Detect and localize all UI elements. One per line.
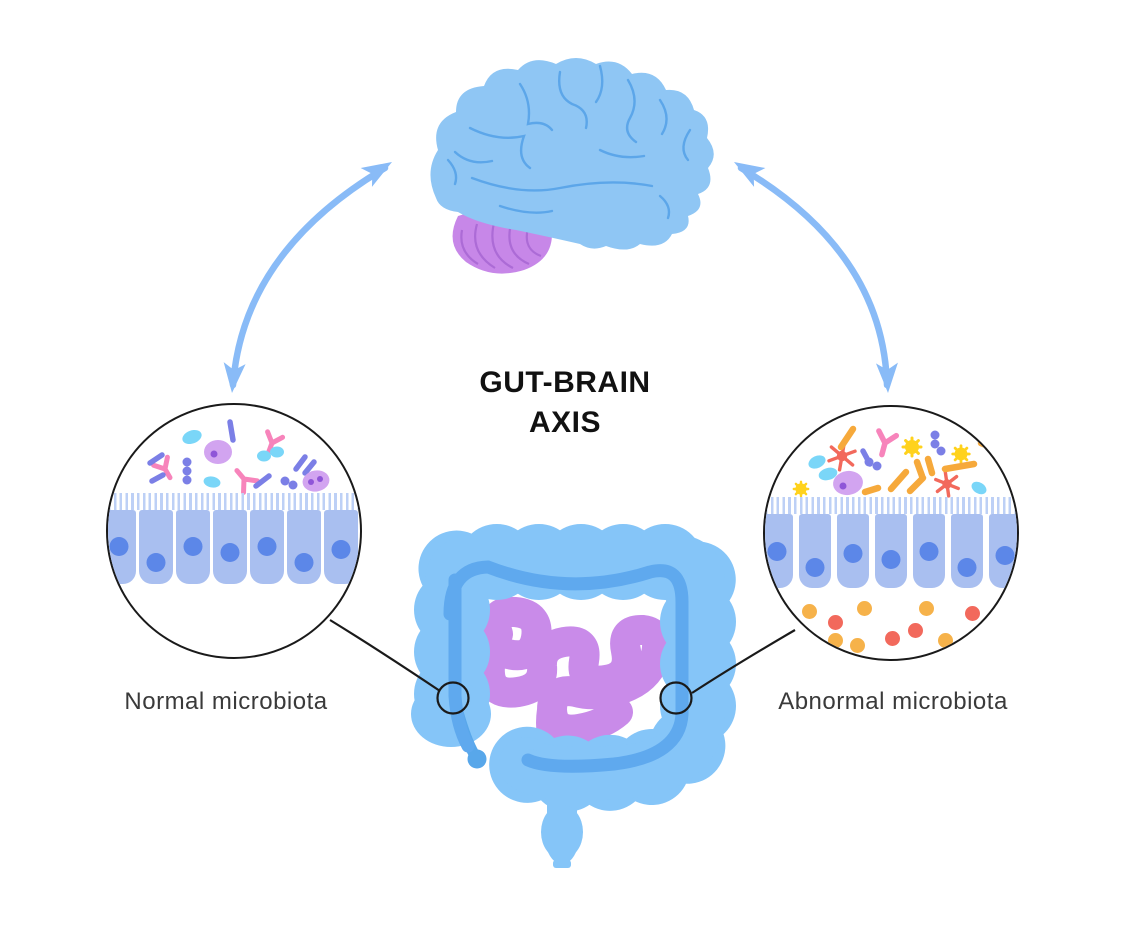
streptococcus-chain-icon — [280, 476, 290, 486]
epithelial-cell — [176, 510, 210, 584]
right-callout-circle — [659, 681, 693, 715]
small-intestine-icon — [474, 596, 673, 763]
bacillus-rod-icon — [924, 455, 936, 477]
bacillus-rod-icon — [333, 442, 347, 460]
protozoa-oval-icon — [302, 470, 330, 492]
page-title: GUT-BRAIN AXIS — [479, 363, 650, 443]
epithelial-cell — [324, 510, 358, 584]
epithelial-cell — [287, 510, 321, 584]
epithelial-cell — [875, 514, 907, 588]
leaked-particle-dot — [908, 623, 923, 638]
epithelial-cell — [799, 514, 831, 588]
coccus-oval-icon — [203, 476, 221, 488]
bacillus-rod-icon — [227, 419, 236, 443]
bacillus-rod-icon — [837, 425, 857, 451]
epithelial-cell — [250, 510, 284, 584]
bacillus-rod-icon — [147, 452, 165, 466]
abnormal-microbiota-view — [763, 405, 1019, 661]
sun-pathogen-icon — [792, 436, 971, 498]
epithelial-cell — [951, 514, 983, 588]
leaked-particle-dot — [885, 631, 900, 646]
abnormal-microbes-group — [792, 425, 999, 498]
coccus-oval-icon — [971, 481, 987, 495]
microvilli-strip — [108, 493, 360, 510]
spiky-pathogen-icon — [827, 440, 960, 498]
bacillus-rod-icon — [293, 454, 308, 472]
epithelium-row — [108, 510, 360, 584]
title-line-1: GUT-BRAIN — [479, 366, 651, 399]
bacillus-rod-icon — [977, 439, 999, 453]
epithelial-cell — [108, 510, 136, 584]
bacillus-rod-icon — [302, 459, 317, 476]
intestine-icon — [411, 524, 736, 868]
coccus-oval-icon — [182, 429, 202, 445]
protozoa-oval-icon — [204, 440, 232, 464]
antibody-icon — [151, 454, 173, 481]
epithelium-row — [765, 514, 1017, 588]
bacillus-rod-icon — [906, 474, 927, 495]
leaked-particle-dot — [850, 638, 865, 653]
coccus-oval-icon — [270, 446, 284, 458]
epithelial-cell — [765, 514, 793, 588]
bacillus-rod-icon — [887, 468, 910, 493]
normal-microbiota-view — [106, 403, 362, 659]
leaked-particle-dot — [938, 633, 953, 648]
right-curved-double-arrow-icon — [734, 162, 898, 393]
antibody-icon — [234, 468, 260, 495]
right-callout-line — [691, 629, 796, 694]
bacillus-rod-icon — [913, 458, 926, 480]
streptococcus-chain-icon — [930, 430, 940, 440]
epithelial-cell — [139, 510, 173, 584]
colon-inner-shading — [443, 560, 689, 773]
protozoa-oval-icon — [833, 470, 863, 496]
brain-icon — [430, 58, 714, 274]
leaked-particle-dot — [857, 601, 872, 616]
normal-microbiota-label: Normal microbiota — [124, 688, 328, 715]
left-callout-circle — [436, 681, 470, 715]
left-curved-double-arrow-icon — [223, 162, 392, 393]
streptococcus-chain-icon — [182, 457, 192, 467]
title-line-2: AXIS — [528, 406, 602, 439]
brain-sulci — [446, 64, 692, 220]
epithelial-cell — [837, 514, 869, 588]
antibody-icon — [876, 428, 900, 458]
streptococcus-chain-icon — [864, 457, 874, 467]
leaked-particle-dot — [828, 615, 843, 630]
coccus-oval-icon — [257, 450, 271, 462]
bacillus-rod-icon — [861, 484, 882, 496]
epithelial-cell — [913, 514, 945, 588]
microvilli-strip — [765, 497, 1017, 514]
leaked-particle-dot — [919, 601, 934, 616]
left-callout-line — [329, 619, 441, 692]
bacillus-rod-icon — [149, 472, 166, 484]
leaked-particle-dot — [802, 604, 817, 619]
abnormal-microbiota-label: Abnormal microbiota — [778, 688, 1008, 715]
bacillus-rod-icon — [253, 473, 272, 489]
leaked-particle-dot — [828, 633, 843, 648]
coccus-oval-icon — [818, 467, 838, 481]
coccus-oval-icon — [808, 455, 826, 469]
bacillus-rod-icon — [941, 460, 978, 473]
leaked-particle-dot — [965, 606, 980, 621]
normal-microbes-group — [147, 419, 347, 495]
epithelial-cell — [989, 514, 1017, 588]
antibody-icon — [265, 429, 286, 455]
epithelial-cell — [213, 510, 247, 584]
